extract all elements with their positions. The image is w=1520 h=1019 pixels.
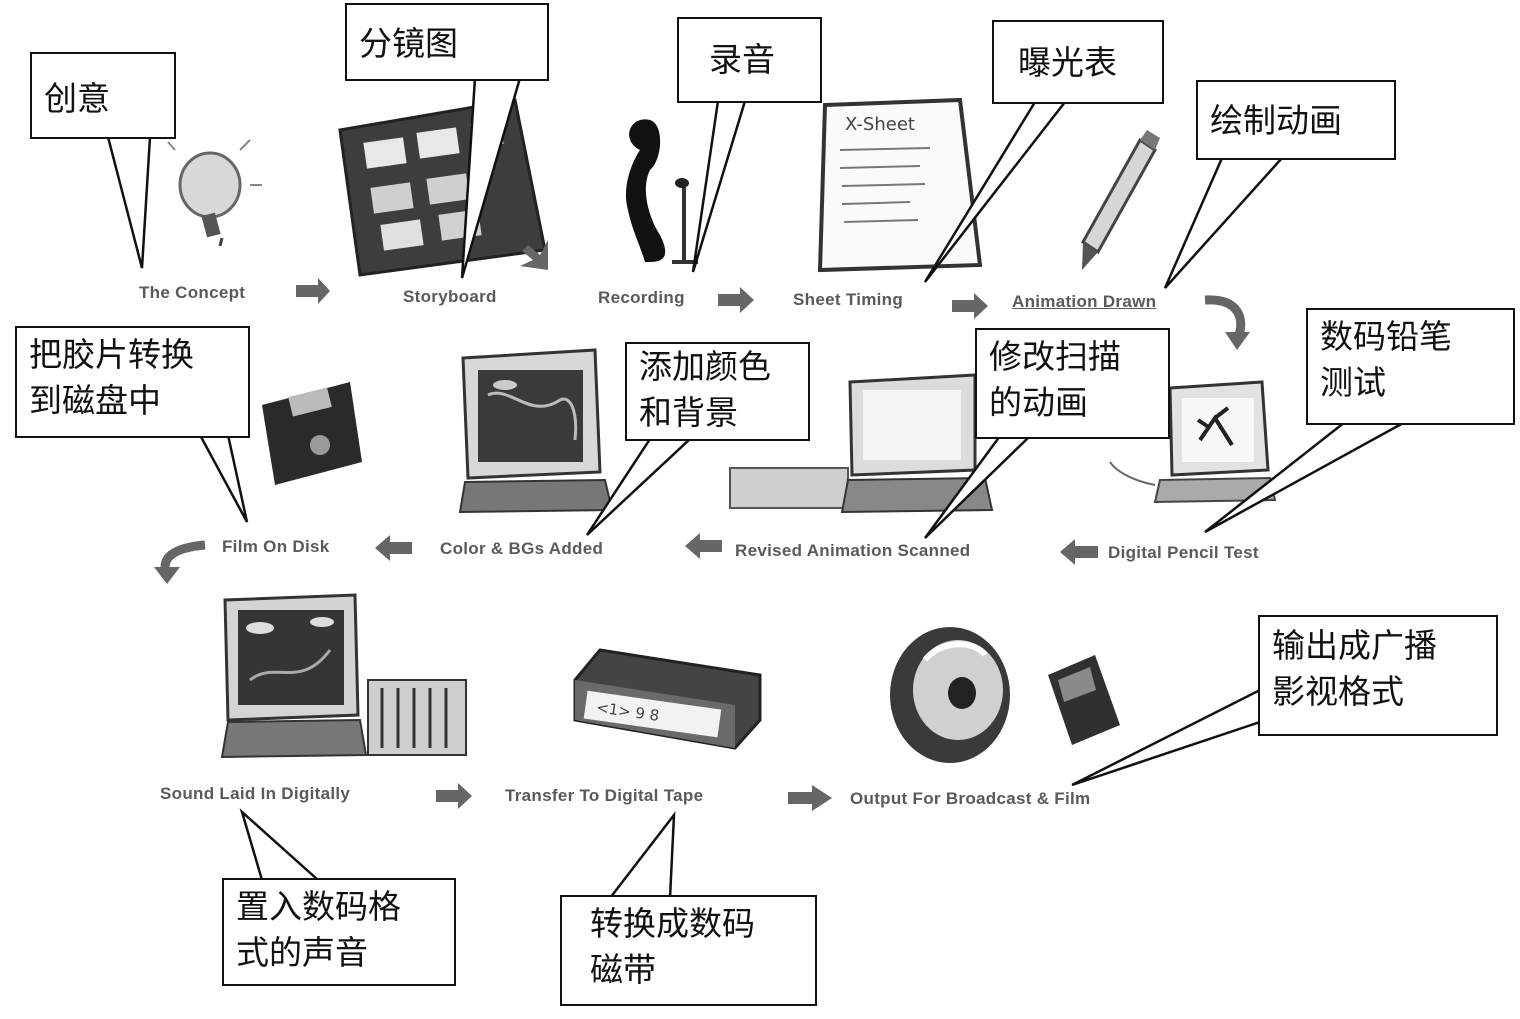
step-label-concept: The Concept [139, 283, 245, 303]
step-label-sheet-timing: Sheet Timing [793, 290, 903, 310]
step-label-film-disk: Film On Disk [222, 537, 330, 557]
step-label-pencil-test: Digital Pencil Test [1108, 543, 1259, 563]
exposure-sheet-icon: X-Sheet [820, 100, 980, 270]
pencil-icon [1082, 130, 1160, 270]
callout-digital-tape: 转换成数码 磁带 [560, 895, 817, 1006]
callout-animation-drawn: 绘制动画 [1196, 80, 1396, 160]
arrow-curve-down-right-head [1225, 332, 1250, 350]
computer-sound-mixer-icon [222, 595, 466, 757]
arrow-curve-down-left-head [154, 567, 180, 584]
callout-sheet-timing: 曝光表 [992, 20, 1164, 104]
arrow-left-1 [1060, 539, 1098, 565]
callout-output-line-2: 影视格式 [1272, 669, 1484, 715]
callout-output-line-1: 输出成广播 [1272, 623, 1484, 669]
callout-revised: 修改扫描 的动画 [975, 328, 1170, 439]
callout-pencil-test-line-1: 数码铅笔 [1320, 314, 1501, 360]
pointer-digital-tape [610, 815, 674, 898]
exposure-sheet-heading: X-Sheet [845, 114, 915, 135]
callout-output: 输出成广播 影视格式 [1258, 615, 1498, 736]
callout-storyboard-line-1: 分镜图 [359, 21, 535, 67]
arrow-left-3 [375, 535, 412, 561]
pointer-sound-laid [242, 812, 318, 880]
callout-color-bgs-line-2: 和背景 [639, 390, 796, 436]
lightbulb-icon [168, 140, 262, 246]
singer-microphone-icon [626, 119, 698, 262]
callout-film-disk-line-2: 到磁盘中 [29, 378, 236, 424]
callout-revised-line-2: 的动画 [989, 380, 1156, 426]
pointer-animation-drawn [1165, 158, 1282, 288]
arrow-right-5 [788, 785, 832, 811]
callout-concept: 创意 [30, 52, 176, 139]
step-label-storyboard: Storyboard [403, 287, 497, 307]
digital-tape-icon: <1> 9 8 [575, 650, 760, 748]
callout-color-bgs: 添加颜色 和背景 [625, 342, 810, 441]
step-label-color-bgs: Color & BGs Added [440, 539, 603, 559]
step-label-animation-drawn: Animation Drawn [1012, 292, 1156, 312]
callout-recording-line-1: 录音 [691, 37, 808, 83]
videocassette-icon [1048, 655, 1120, 745]
arrow-left-2 [685, 533, 722, 559]
callout-color-bgs-line-1: 添加颜色 [639, 344, 796, 390]
callout-revised-line-1: 修改扫描 [989, 334, 1156, 380]
arrow-right-1 [296, 278, 330, 304]
floppy-disk-icon [262, 382, 362, 485]
arrow-right-4 [436, 783, 472, 809]
callout-pencil-test-line-2: 测试 [1320, 360, 1501, 406]
callout-sound-laid-line-1: 置入数码格 [236, 884, 442, 930]
callout-film-disk: 把胶片转换 到磁盘中 [15, 326, 250, 438]
callout-digital-tape-line-1: 转换成数码 [574, 901, 803, 947]
pointer-film-disk [200, 435, 247, 522]
step-label-sound-laid: Sound Laid In Digitally [160, 784, 350, 804]
arrow-right-3 [952, 293, 988, 319]
callout-digital-tape-line-2: 磁带 [574, 947, 803, 993]
callout-film-disk-line-1: 把胶片转换 [29, 332, 236, 378]
computer-color-icon [460, 350, 612, 512]
pointer-concept [108, 137, 150, 268]
callout-storyboard: 分镜图 [345, 3, 549, 81]
callout-sound-laid-line-2: 式的声音 [236, 930, 442, 976]
step-label-revised-scanned: Revised Animation Scanned [735, 541, 970, 561]
callout-animation-drawn-line-1: 绘制动画 [1210, 98, 1382, 144]
callout-concept-line-1: 创意 [44, 76, 162, 122]
step-label-recording: Recording [598, 288, 685, 308]
pointer-recording [693, 101, 745, 272]
step-label-digital-tape: Transfer To Digital Tape [505, 786, 703, 806]
film-reel-icon [890, 627, 1010, 763]
callout-pencil-test: 数码铅笔 测试 [1306, 308, 1515, 425]
callout-recording: 录音 [677, 17, 822, 103]
callout-sound-laid: 置入数码格 式的声音 [222, 878, 456, 986]
callout-sheet-timing-line-1: 曝光表 [1006, 40, 1150, 86]
storyboard-icon [340, 100, 545, 275]
arrow-right-2 [718, 287, 754, 313]
step-label-output: Output For Broadcast & Film [850, 789, 1090, 809]
